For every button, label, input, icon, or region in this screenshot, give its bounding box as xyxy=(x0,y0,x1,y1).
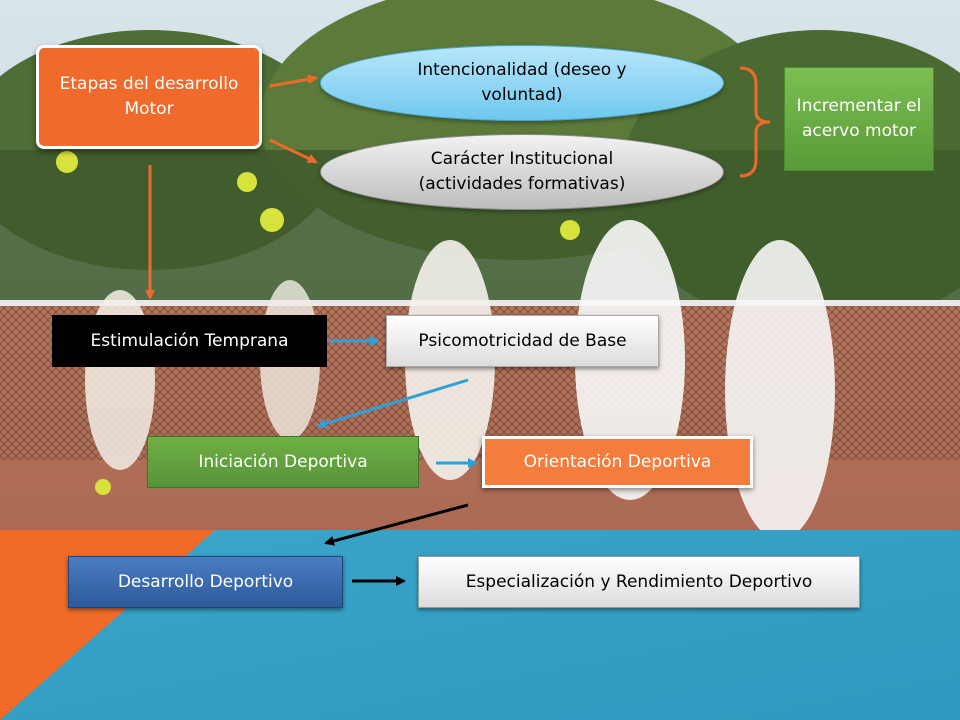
box-iniciacion-label: Iniciación Deportiva xyxy=(198,451,368,472)
box-especializacion-label: Especialización y Rendimiento Deportivo xyxy=(465,571,813,592)
arrow-etapas-to-caracter xyxy=(269,138,318,164)
ellipse-intencionalidad-label: Intencionalidad (deseo y voluntad) xyxy=(417,60,627,105)
ellipse-caracter: Carácter Institucional (actividades form… xyxy=(320,134,724,210)
box-psicomotricidad-label: Psicomotricidad de Base xyxy=(418,330,627,351)
box-estimulacion-label: Estimulación Temprana xyxy=(90,330,289,351)
box-etapas: Etapas del desarrollo Motor xyxy=(36,45,262,149)
box-orientacion-label: Orientación Deportiva xyxy=(523,451,712,472)
box-orientacion: Orientación Deportiva xyxy=(482,436,753,488)
ellipse-caracter-label: Carácter Institucional (actividades form… xyxy=(418,149,626,194)
box-psicomotricidad: Psicomotricidad de Base xyxy=(386,315,659,367)
arrow-etapas-to-intencionalidad xyxy=(269,74,318,88)
box-desarrollo-label: Desarrollo Deportivo xyxy=(117,571,294,592)
arrow-orientacion-to-desarrollo xyxy=(324,503,469,546)
ellipse-intencionalidad: Intencionalidad (deseo y voluntad) xyxy=(320,45,724,121)
bracket-right xyxy=(739,66,771,178)
box-incrementar: Incrementar el acervo motor xyxy=(784,67,934,171)
box-estimulacion: Estimulación Temprana xyxy=(52,315,327,367)
arrow-psicomotricidad-to-iniciacion xyxy=(316,378,469,429)
box-etapas-label: Etapas del desarrollo Motor xyxy=(59,74,239,119)
box-especializacion: Especialización y Rendimiento Deportivo xyxy=(418,556,860,608)
box-iniciacion: Iniciación Deportiva xyxy=(147,436,419,488)
box-desarrollo: Desarrollo Deportivo xyxy=(68,556,343,608)
box-incrementar-label: Incrementar el acervo motor xyxy=(796,96,922,141)
